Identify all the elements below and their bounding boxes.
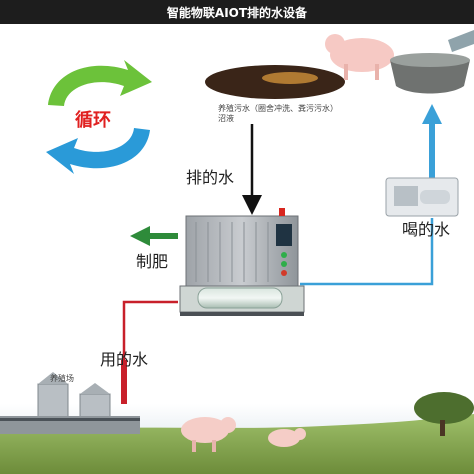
cycle-arrows-icon (46, 60, 152, 174)
drink-label: 喝的水 (402, 220, 451, 239)
use-label: 用的水 (100, 350, 149, 369)
wastewater-label-line1: 养殖污水（圈舍冲洗、粪污污水） (218, 104, 338, 113)
wastewater-pit (205, 65, 345, 99)
treatment-machine (179, 208, 305, 316)
pump-unit-icon (385, 177, 459, 217)
cycle-label: 循环 (75, 110, 111, 131)
pig-drinking-image (325, 30, 474, 94)
drink-water-line (300, 104, 442, 286)
wastewater-label-line2: 沼液 (218, 114, 234, 123)
farm-silos-icon (0, 372, 140, 434)
flow-diagram (0, 30, 474, 474)
fertilizer-label: 制肥 (136, 252, 169, 271)
wastewater-label: 养殖污水（圈舍冲洗、粪污污水） 沼液 (218, 104, 338, 124)
fertilizer-arrow (130, 226, 178, 246)
trees-icon (414, 392, 474, 436)
pigs-on-grass-image (181, 417, 306, 452)
farm-label: 养殖场 (50, 374, 74, 383)
page-title: 智能物联AIOT排的水设备 (0, 0, 474, 24)
drain-label: 排的水 (186, 168, 235, 187)
